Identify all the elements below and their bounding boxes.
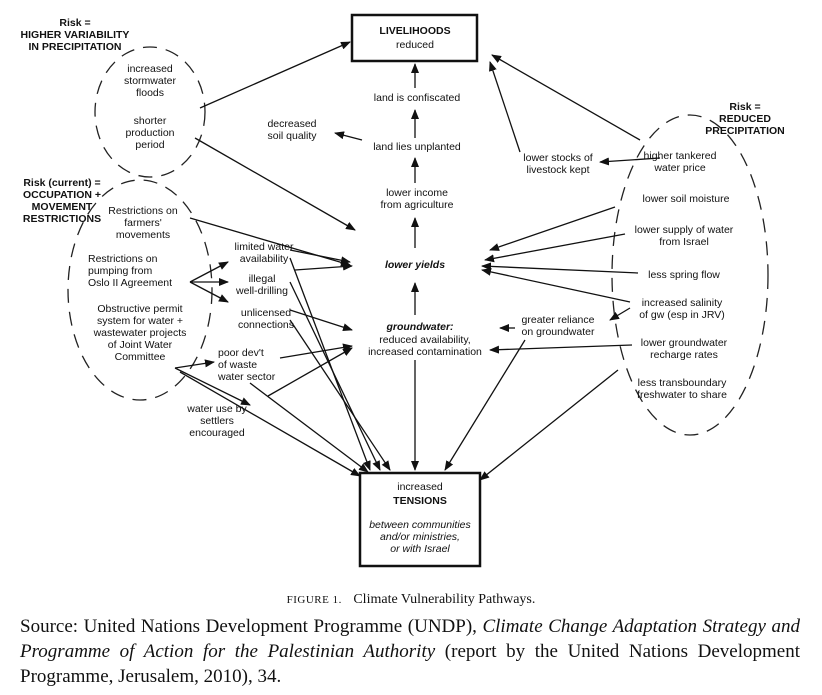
risk-occupation-head-line-1: OCCUPATION +: [23, 189, 101, 201]
groundwater-lines-line-1: increased contamination: [368, 346, 482, 358]
risk-occupation-head-line-2: MOVEMENT: [32, 201, 93, 213]
restrictions-pumping-line-2: Oslo II Agreement: [88, 277, 172, 289]
risk-occupation-head-line-3: RESTRICTIONS: [23, 213, 101, 225]
groundwater-lines-line-0: reduced availability,: [379, 334, 470, 346]
livelihoods-title-line-0: LIVELIHOODS: [379, 25, 450, 37]
figure-caption: FIGURE 1. Climate Vulnerability Pathways…: [0, 592, 822, 608]
illegal-drilling-line-0: illegal: [249, 273, 276, 285]
lower-income-line-1: from agriculture: [381, 199, 454, 211]
shorter-production-line-1: production: [125, 127, 174, 139]
stormwater-floods-line-0: increased: [127, 63, 173, 75]
source-title: Climate Change Adaptation Strategy and P…: [20, 616, 800, 662]
shorter-production-line-0: shorter: [134, 115, 167, 127]
tankered-price-line-1: water price: [653, 162, 706, 174]
tensions-pre-line-0: increased: [397, 481, 443, 493]
water-use-settlers-line-1: settlers: [200, 415, 234, 427]
risk-variability-head-line-2: IN PRECIPITATION: [29, 41, 122, 53]
less-transboundary-line-0: less transboundary: [638, 377, 727, 389]
tensions-sub-line-0: between communities: [369, 519, 471, 531]
lower-income-line-0: lower income: [386, 187, 448, 199]
livelihoods-sub-line-0: reduced: [396, 39, 434, 51]
lower-yields-line-0: lower yields: [385, 259, 445, 271]
restrictions-movements-line-1: farmers': [124, 217, 162, 229]
decreased-soil-quality-line-0: decreased: [267, 118, 316, 130]
restrictions-movements-line-2: movements: [116, 229, 170, 241]
shorter-production-line-2: period: [135, 139, 164, 151]
greater-reliance-line-0: greater reliance: [522, 314, 595, 326]
obstructive-permit-line-3: of Joint Water: [108, 339, 173, 351]
tankered-price-line-0: higher tankered: [644, 150, 717, 162]
restrictions-pumping-line-1: pumping from: [88, 265, 152, 277]
groundwater-title-line-0: groundwater:: [385, 321, 453, 333]
illegal-drilling-line-1: well-drilling: [235, 285, 288, 297]
risk-reduced-head-line-2: PRECIPITATION: [705, 125, 785, 137]
poor-dev-line-0: poor dev't: [218, 347, 264, 359]
source-pre: Source: United Nations Development Progr…: [20, 616, 483, 637]
land-unplanted-line-0: land lies unplanted: [373, 141, 461, 153]
risk-variability-head-line-1: HIGHER VARIABILITY: [21, 29, 130, 41]
unlicensed-connections-line-0: unlicensed: [241, 307, 291, 319]
risk-variability-head-line-0: Risk =: [59, 17, 90, 29]
lower-supply-israel-line-1: from Israel: [659, 236, 709, 248]
limited-water-line-1: availability: [240, 253, 289, 265]
greater-reliance-line-1: on groundwater: [522, 326, 595, 338]
lower-livestock-line-0: lower stocks of: [523, 152, 593, 164]
tensions-box: [358, 471, 482, 568]
less-transboundary-line-1: freshwater to share: [637, 389, 727, 401]
tensions-sub-line-2: or with Israel: [390, 543, 450, 555]
restrictions-movements-line-0: Restrictions on: [108, 205, 178, 217]
increased-salinity-line-0: increased salinity: [642, 297, 723, 309]
less-spring-flow-line-0: less spring flow: [648, 269, 720, 281]
obstructive-permit-line-4: Committee: [115, 351, 166, 363]
risk-reduced-head-line-1: REDUCED: [719, 113, 771, 125]
poor-dev-line-1: of waste: [218, 359, 257, 371]
stormwater-floods-line-1: stormwater: [124, 75, 176, 87]
lower-recharge-line-0: lower groundwater: [641, 337, 728, 349]
lower-recharge-line-1: recharge rates: [650, 349, 718, 361]
source-note: Source: United Nations Development Progr…: [20, 614, 800, 689]
risk-reduced-head-line-0: Risk =: [729, 101, 760, 113]
figure-title: Climate Vulnerability Pathways.: [353, 592, 536, 607]
unlicensed-connections-line-1: connections: [238, 319, 294, 331]
lower-soil-moisture-line-0: lower soil moisture: [643, 193, 730, 205]
variability-ellipse: [94, 46, 206, 178]
land-confiscated-line-0: land is confiscated: [374, 92, 461, 104]
livelihoods-box: [350, 13, 479, 63]
obstructive-permit-line-0: Obstructive permit: [97, 303, 182, 315]
water-use-settlers-line-2: encouraged: [189, 427, 245, 439]
obstructive-permit-line-2: wastewater projects: [93, 327, 187, 339]
decreased-soil-quality-line-1: soil quality: [267, 130, 317, 142]
lower-livestock-line-1: livestock kept: [526, 164, 589, 176]
occupation-ellipse: [67, 179, 213, 401]
poor-dev-line-2: water sector: [217, 371, 276, 383]
tensions-sub-line-1: and/or ministries,: [380, 531, 460, 543]
limited-water-line-0: limited water: [235, 241, 294, 253]
tensions-title-line-0: TENSIONS: [393, 495, 447, 507]
increased-salinity-line-1: of gw (esp in JRV): [639, 309, 725, 321]
obstructive-permit-line-1: system for water +: [97, 315, 183, 327]
lower-supply-israel-line-0: lower supply of water: [635, 224, 734, 236]
figure-label: FIGURE 1.: [286, 594, 342, 606]
source-post: (report by the United Nations Developmen…: [20, 641, 800, 687]
water-use-settlers-line-0: water use by: [186, 403, 247, 415]
restrictions-pumping-line-0: Restrictions on: [88, 253, 158, 265]
risk-occupation-head-line-0: Risk (current) =: [23, 177, 100, 189]
reduced-precip-ellipse: [611, 114, 769, 436]
stormwater-floods-line-2: floods: [136, 87, 164, 99]
